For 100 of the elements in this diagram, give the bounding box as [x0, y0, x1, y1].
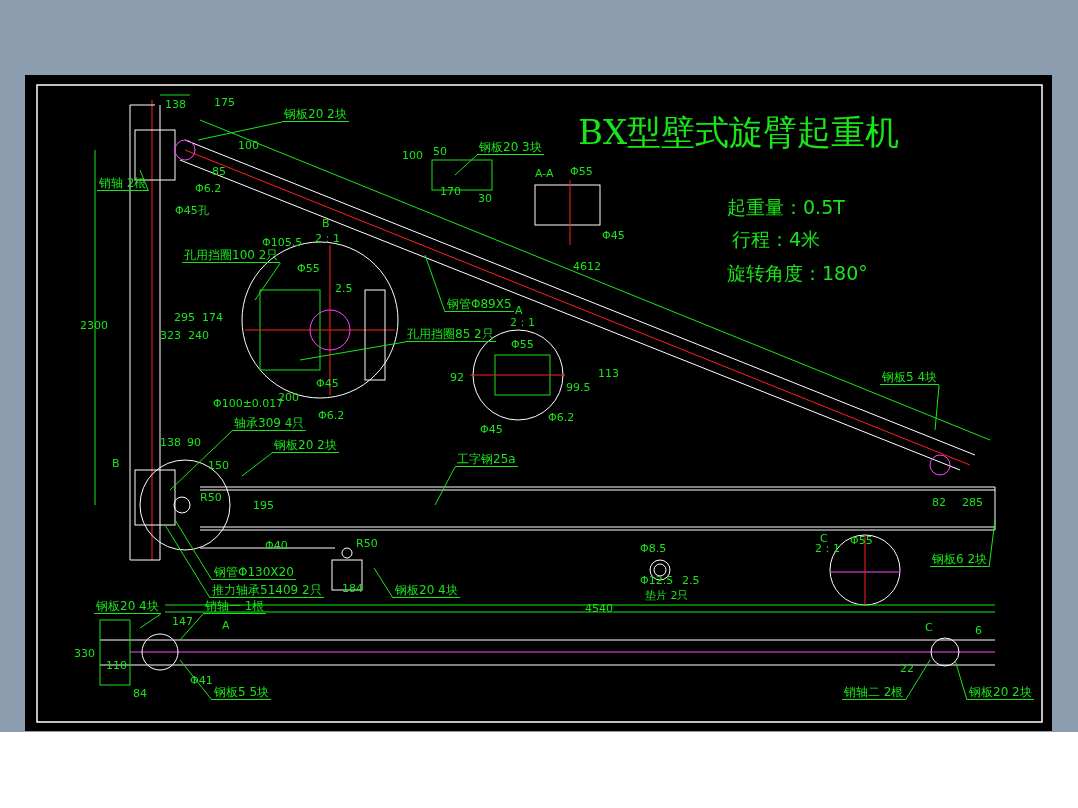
dimension-text: Φ45: [316, 378, 339, 389]
dimension-text: Φ8.5: [640, 543, 667, 554]
dimension-text: 30: [478, 193, 492, 204]
dimension-text: 150: [208, 460, 229, 471]
dimension-text: 240: [188, 330, 209, 341]
dimension-text: Φ41: [190, 675, 213, 686]
dimension-text: B: [112, 458, 120, 469]
dimension-text: Φ12.5: [640, 575, 674, 586]
dimension-text: 50: [433, 146, 447, 157]
part-callout: 推力轴承51409 2只: [210, 584, 324, 598]
part-callout: 钢板5 4块: [880, 371, 940, 385]
leader-line: [164, 524, 211, 599]
dimension-text: 90: [187, 437, 201, 448]
dimension-text: 2.5: [682, 575, 700, 586]
leader-line: [934, 384, 940, 431]
dimension-text: 323: [160, 330, 181, 341]
part-callout: 钢板20 2块: [282, 108, 349, 122]
leader-line: [179, 659, 213, 701]
dimension-text: 84: [133, 688, 147, 699]
dimension-text: 2.5: [335, 283, 353, 294]
dimension-text: Φ40: [265, 540, 288, 551]
dimension-text: Φ55: [511, 339, 534, 350]
dimension-text: 4540: [585, 603, 613, 614]
leader-line: [179, 613, 204, 641]
dimension-text: 4612: [573, 261, 601, 272]
dimension-text: R50: [356, 538, 378, 549]
dimension-text: 2：1: [510, 317, 535, 328]
leader-line: [904, 659, 931, 701]
leader-line: [988, 519, 996, 568]
part-callout: 孔用挡圈100 2只: [182, 249, 281, 263]
dimension-text: 147: [172, 616, 193, 627]
dimension-text: 2：1: [315, 233, 340, 244]
leader-line: [434, 466, 456, 506]
dimension-text: Φ45: [602, 230, 625, 241]
dimension-text: 285: [962, 497, 983, 508]
dimension-text: 175: [214, 97, 235, 108]
leader-line: [139, 169, 149, 192]
dimension-text: A-A: [535, 168, 554, 179]
part-callout: 钢板20 2块: [967, 686, 1034, 700]
dimension-text: 2：1: [815, 543, 840, 554]
dimension-text: 100: [402, 150, 423, 161]
part-callout: 钢板20 2块: [272, 439, 339, 453]
part-callout: 钢板6 2块: [930, 553, 990, 567]
dimension-text: 2300: [80, 320, 108, 331]
part-callout: 工字钢25a: [455, 453, 518, 467]
dimension-text: 174: [202, 312, 223, 323]
dimension-text: 170: [440, 186, 461, 197]
dimension-text: 垫片 2只: [645, 590, 689, 601]
dimension-text: 113: [598, 368, 619, 379]
dimension-text: Φ6.2: [318, 410, 345, 421]
dimension-text: Φ55: [297, 263, 320, 274]
part-callout: 销轴二 2根: [842, 686, 906, 700]
leader-line: [454, 154, 478, 176]
part-callout: 钢板20 4块: [94, 600, 161, 614]
leader-line: [954, 659, 968, 701]
leader-line: [197, 121, 283, 141]
dimension-text: Φ55: [570, 166, 593, 177]
dimension-text: R50: [200, 492, 222, 503]
dimension-text: 330: [74, 648, 95, 659]
dimension-text: 82: [932, 497, 946, 508]
dimension-text: 110: [106, 660, 127, 671]
specification-text: 行程：4米: [732, 230, 821, 249]
leader-line: [254, 262, 281, 301]
drawing-title: BX型壁式旋臂起重机: [578, 115, 900, 149]
specification-text: 起重量：0.5T: [727, 198, 845, 217]
part-callout: 孔用挡圈85 2只: [405, 328, 496, 342]
dimension-text: 100: [238, 140, 259, 151]
part-callout: 销轴 2根: [97, 177, 149, 191]
dimension-text: 85: [212, 166, 226, 177]
specification-text: 旋转角度：180°: [727, 264, 868, 283]
dimension-text: 22: [900, 663, 914, 674]
part-callout: 钢管Φ130X20: [212, 566, 296, 580]
dimension-text: 99.5: [566, 382, 591, 393]
dimension-text: Φ45孔: [175, 205, 209, 216]
leader-line: [424, 254, 446, 313]
part-callout: 轴承309 4只: [232, 417, 307, 431]
dimension-text: Φ45: [480, 424, 503, 435]
dimension-text: Φ6.2: [548, 412, 575, 423]
dimension-text: Φ105.5: [262, 237, 303, 248]
dimension-text: Φ6.2: [195, 183, 222, 194]
part-callout: 销轴一 1根: [203, 600, 267, 614]
leader-line: [169, 430, 233, 491]
dimension-text: 138: [165, 99, 186, 110]
dimension-text: A: [515, 305, 523, 316]
dimension-text: 92: [450, 372, 464, 383]
dimension-text: 184: [342, 583, 363, 594]
dimension-text: 295: [174, 312, 195, 323]
leader-line: [174, 519, 213, 581]
dimension-text: C: [925, 622, 933, 633]
dimension-text: C: [820, 533, 828, 544]
part-callout: 钢板20 4块: [393, 584, 460, 598]
leader-line: [241, 452, 273, 477]
dimension-text: 138: [160, 437, 181, 448]
dimension-text: B: [322, 218, 330, 229]
dimension-text: 6: [975, 625, 982, 636]
leader-line: [373, 567, 394, 599]
part-callout: 钢板20 3块: [477, 141, 544, 155]
leader-line: [139, 613, 162, 629]
part-callout: 钢板5 5块: [212, 686, 272, 700]
leader-line: [299, 341, 406, 361]
